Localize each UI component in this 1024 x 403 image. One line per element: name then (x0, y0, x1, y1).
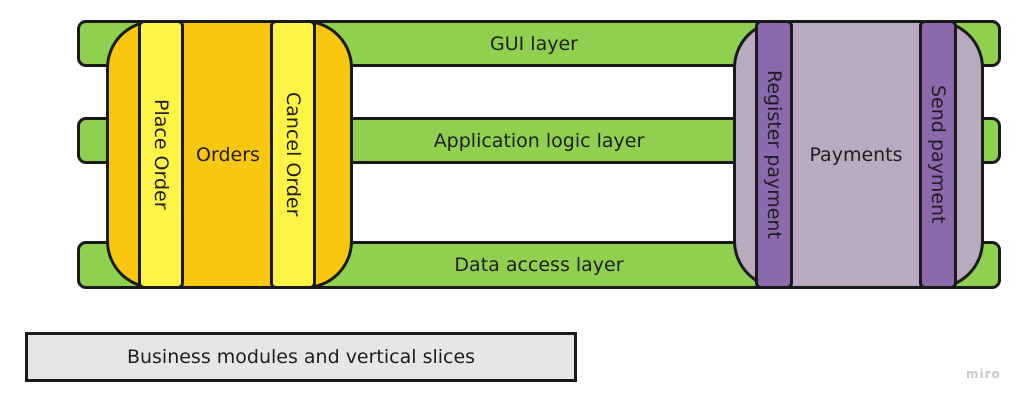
caption-text: Business modules and vertical slices (126, 346, 476, 368)
module-orders-label: Orders (196, 144, 260, 166)
layer-gui-label: GUI layer (490, 32, 578, 55)
slice-register-payment-label: Register payment (763, 70, 785, 239)
layer-application-logic-label: Application logic layer (433, 129, 645, 152)
slice-cancel-order-label: Cancel Order (282, 92, 304, 217)
layer-data-access-label: Data access layer (454, 254, 624, 276)
slice-register-payment: Register payment (755, 20, 793, 289)
slice-send-payment: Send payment (919, 20, 957, 289)
module-payments-label: Payments (809, 144, 903, 166)
slice-place-order-label: Place Order (150, 99, 172, 210)
slice-send-payment-label: Send payment (927, 85, 949, 224)
slice-cancel-order: Cancel Order (270, 20, 316, 289)
miro-logo: miro (966, 367, 1001, 381)
caption-box: Business modules and vertical slices (25, 332, 577, 382)
slice-place-order: Place Order (138, 20, 184, 289)
